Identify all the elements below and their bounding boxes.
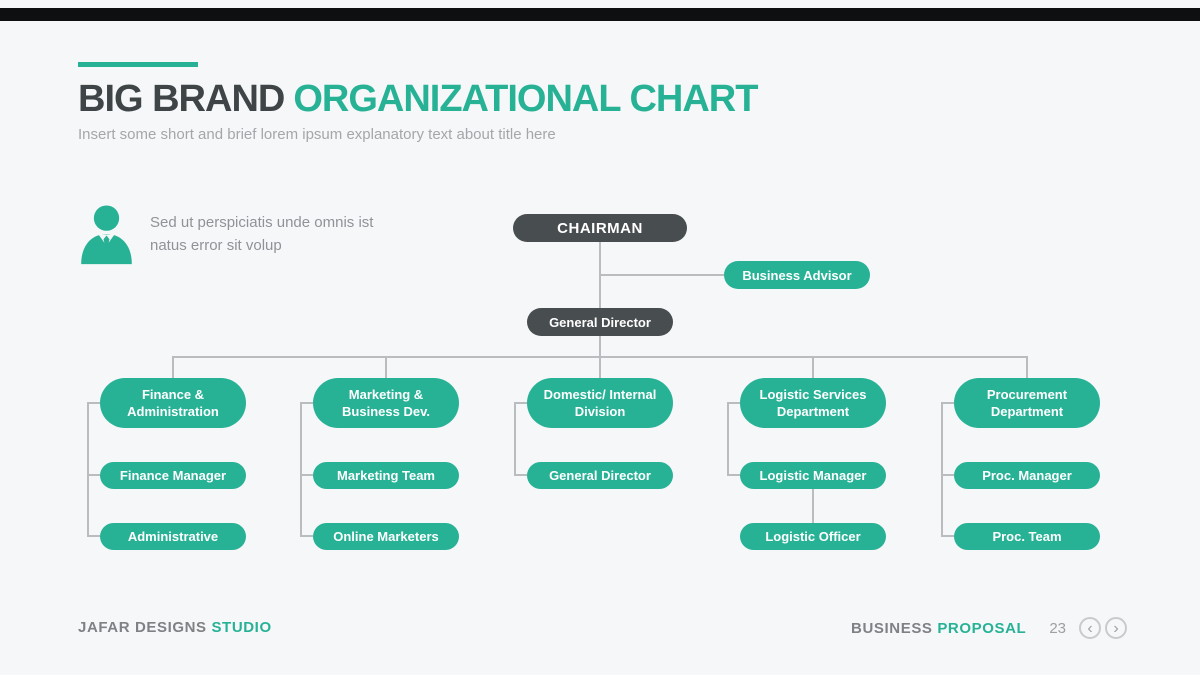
connector-drop-1 (172, 356, 174, 378)
node-marketing-business-dev: Marketing & Business Dev. (313, 378, 459, 428)
bracket-col2-stub-bot (300, 535, 313, 537)
note-line-2: natus error sit volup (150, 237, 282, 254)
chevron-left-icon: ‹ (1087, 619, 1093, 637)
bracket-col2-stub-mid (300, 474, 313, 476)
bracket-col5-vertical (941, 402, 943, 537)
node-procurement-department: Procurement Department (954, 378, 1100, 428)
prev-slide-button[interactable]: ‹ (1079, 617, 1101, 639)
top-bar (0, 8, 1200, 21)
node-title-line: Logistic Services (759, 387, 867, 402)
footer-brand-accent: STUDIO (211, 619, 272, 636)
page-title-accent: ORGANIZATIONAL CHART (293, 78, 758, 120)
connector-drop-5 (1026, 356, 1028, 378)
footer-doc-accent: PROPOSAL (937, 619, 1027, 637)
node-title-line: Department (990, 404, 1064, 419)
node-title-line: Domestic/ Internal (543, 387, 657, 402)
bracket-col3-stub-top (514, 402, 527, 404)
node-logistic-officer: Logistic Officer (740, 523, 886, 550)
bracket-col3-stub-mid (514, 474, 527, 476)
node-marketing-team: Marketing Team (313, 462, 459, 489)
footer-doc-title: BUSINESS PROPOSAL (851, 620, 1026, 637)
next-slide-button[interactable]: › (1105, 617, 1127, 639)
bracket-col3-vertical (514, 402, 516, 476)
bracket-col2-vertical (300, 402, 302, 537)
footer-brand-primary: JAFAR DESIGNS (78, 619, 207, 636)
chevron-right-icon: › (1113, 619, 1119, 637)
node-title-line: Division (574, 404, 626, 419)
node-logistic-services-department: Logistic Services Department (740, 378, 886, 428)
connector-drop-4 (812, 356, 814, 378)
page-number: 23 (1049, 619, 1066, 637)
bracket-col5-stub-mid (941, 474, 954, 476)
bracket-col4-vertical (727, 402, 729, 476)
bracket-col1-stub-mid (87, 474, 100, 476)
node-title-line: Finance & (141, 387, 205, 402)
bracket-col1-stub-top (87, 402, 100, 404)
bracket-col2-stub-top (300, 402, 313, 404)
node-title-line: Administration (127, 404, 219, 419)
node-online-marketers: Online Marketers (313, 523, 459, 550)
note-line-1: Sed ut perspiciatis unde omnis ist (150, 214, 374, 231)
connector-director-down (599, 336, 601, 357)
connector-drop-2 (385, 356, 387, 378)
connector-drop-3 (599, 356, 601, 378)
page-subtitle: Insert some short and brief lorem ipsum … (78, 126, 556, 143)
node-chairman: CHAIRMAN (513, 214, 687, 242)
node-finance-manager: Finance Manager (100, 462, 246, 489)
node-general-director-sub: General Director (527, 462, 673, 489)
node-title-line: Marketing & (348, 387, 424, 402)
node-finance-administration: Finance & Administration (100, 378, 246, 428)
node-logistic-manager: Logistic Manager (740, 462, 886, 489)
footer-pagination: BUSINESS PROPOSAL 23 ‹ › (851, 617, 1127, 639)
bracket-col4-stub-top (727, 402, 740, 404)
bracket-col5-stub-top (941, 402, 954, 404)
node-domestic-internal-division: Domestic/ Internal Division (527, 378, 673, 428)
businessman-icon (81, 205, 132, 265)
note-text: Sed ut perspiciatis unde omnis ist natus… (150, 211, 373, 257)
page-title-primary: BIG BRAND (78, 78, 285, 120)
node-title-line: Procurement (986, 387, 1068, 402)
footer-brand: JAFAR DESIGNS STUDIO (78, 619, 272, 636)
node-proc-manager: Proc. Manager (954, 462, 1100, 489)
bracket-col5-stub-bot (941, 535, 954, 537)
node-administrative: Administrative (100, 523, 246, 550)
node-proc-team: Proc. Team (954, 523, 1100, 550)
bracket-col1-stub-bot (87, 535, 100, 537)
node-title-line: Business Dev. (342, 404, 430, 419)
bracket-col4-stub-mid (727, 474, 740, 476)
bracket-col1-vertical (87, 402, 89, 537)
connector-logistic-officer (812, 489, 814, 523)
connector-advisor-stub (600, 274, 724, 276)
title-accent-bar (78, 62, 198, 67)
footer-doc-primary: BUSINESS (851, 619, 933, 637)
node-general-director: General Director (527, 308, 673, 336)
node-business-advisor: Business Advisor (724, 261, 870, 289)
node-title-line: Department (776, 404, 850, 419)
